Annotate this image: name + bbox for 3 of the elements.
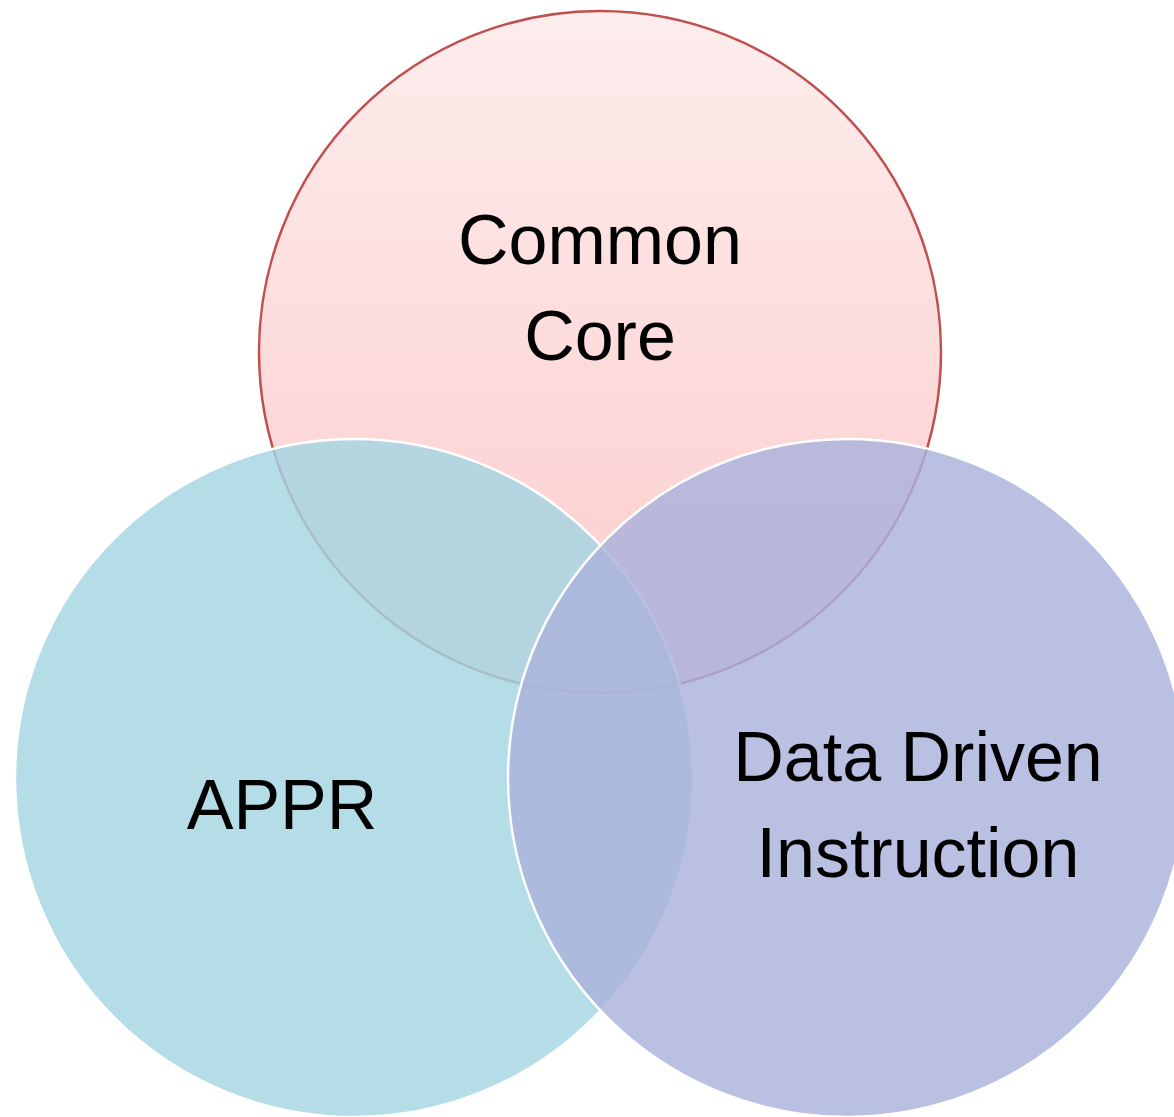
circle-label: Data Driven Instruction xyxy=(732,717,1104,894)
circle-label: Common Core xyxy=(457,200,743,377)
circle-label: APPR xyxy=(185,765,379,846)
